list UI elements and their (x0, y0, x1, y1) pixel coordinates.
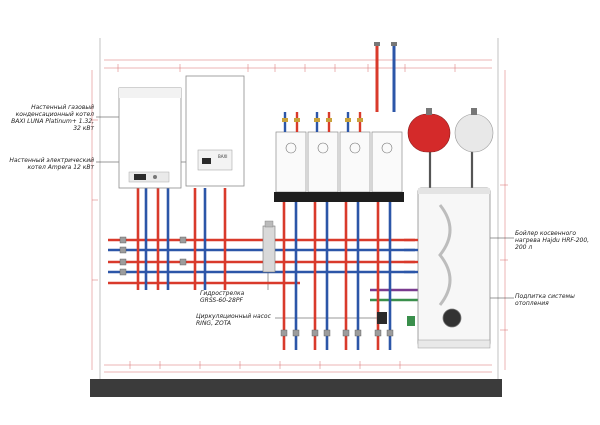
expansion-tank-white (454, 108, 494, 153)
label-line: Настенный газовый (31, 104, 94, 111)
floor (90, 379, 502, 397)
label-line: Подпитка системы (515, 293, 575, 300)
indirect-boiler (417, 187, 491, 349)
label-line: нагрева Hajdu HRF-200, (515, 237, 590, 244)
label-line: отопления (515, 300, 549, 307)
electric-boiler-brand: BAXI (218, 154, 227, 159)
wall-outline (99, 38, 499, 380)
heating-supply-label: Подпитка системы отопления (515, 293, 597, 307)
top-risers (375, 45, 396, 112)
label-line: BAXI LUNA Platinum+ 1.32, (11, 118, 94, 125)
label-line: Циркуляционный насос (196, 313, 271, 320)
tank-connections (404, 238, 418, 274)
label-line: конденсационный котел (15, 111, 94, 118)
dimension-ticks (117, 64, 456, 369)
indirect-boiler-label: Бойлер косвенного нагрева Hajdu HRF-200,… (515, 230, 597, 251)
label-line: Гидрострелка (200, 290, 245, 297)
circ-pump-label: Циркуляционный насос RING, ZOTA (196, 313, 280, 327)
dimension-lines (91, 59, 508, 373)
expansion-tank-red (407, 108, 451, 153)
riser-cap (374, 42, 380, 46)
pump-group-pipes (282, 200, 392, 350)
riser-cap (391, 42, 397, 46)
distribution-collector (274, 192, 404, 202)
circulation-pump (377, 312, 415, 326)
label-line: котел Ampera 12 кВт (27, 164, 94, 171)
hydraulic-separator (262, 220, 276, 273)
electric-boiler: BAXI (185, 75, 245, 187)
valve-fittings (119, 236, 394, 337)
tank-pipes (428, 150, 474, 190)
stub-valves (282, 118, 363, 122)
label-line: 200 л (515, 244, 533, 251)
label-line: GRSS-60-28PF (200, 297, 243, 304)
label-line: RING, ZOTA (196, 320, 231, 327)
pump-groups (275, 131, 403, 193)
label-line: Бойлер косвенного (515, 230, 577, 237)
boiler-pipes (136, 188, 227, 290)
gas-boiler-label: Настенный газовый конденсационный котел … (8, 104, 94, 132)
label-line: 32 кВт (73, 125, 94, 132)
gas-boiler (118, 87, 182, 189)
hydro-arrow-label: Гидрострелка GRSS-60-28PF (200, 290, 270, 304)
electric-boiler-label: Настенный электрический котел Ampera 12 … (6, 157, 94, 171)
label-line: Настенный электрический (9, 157, 94, 164)
